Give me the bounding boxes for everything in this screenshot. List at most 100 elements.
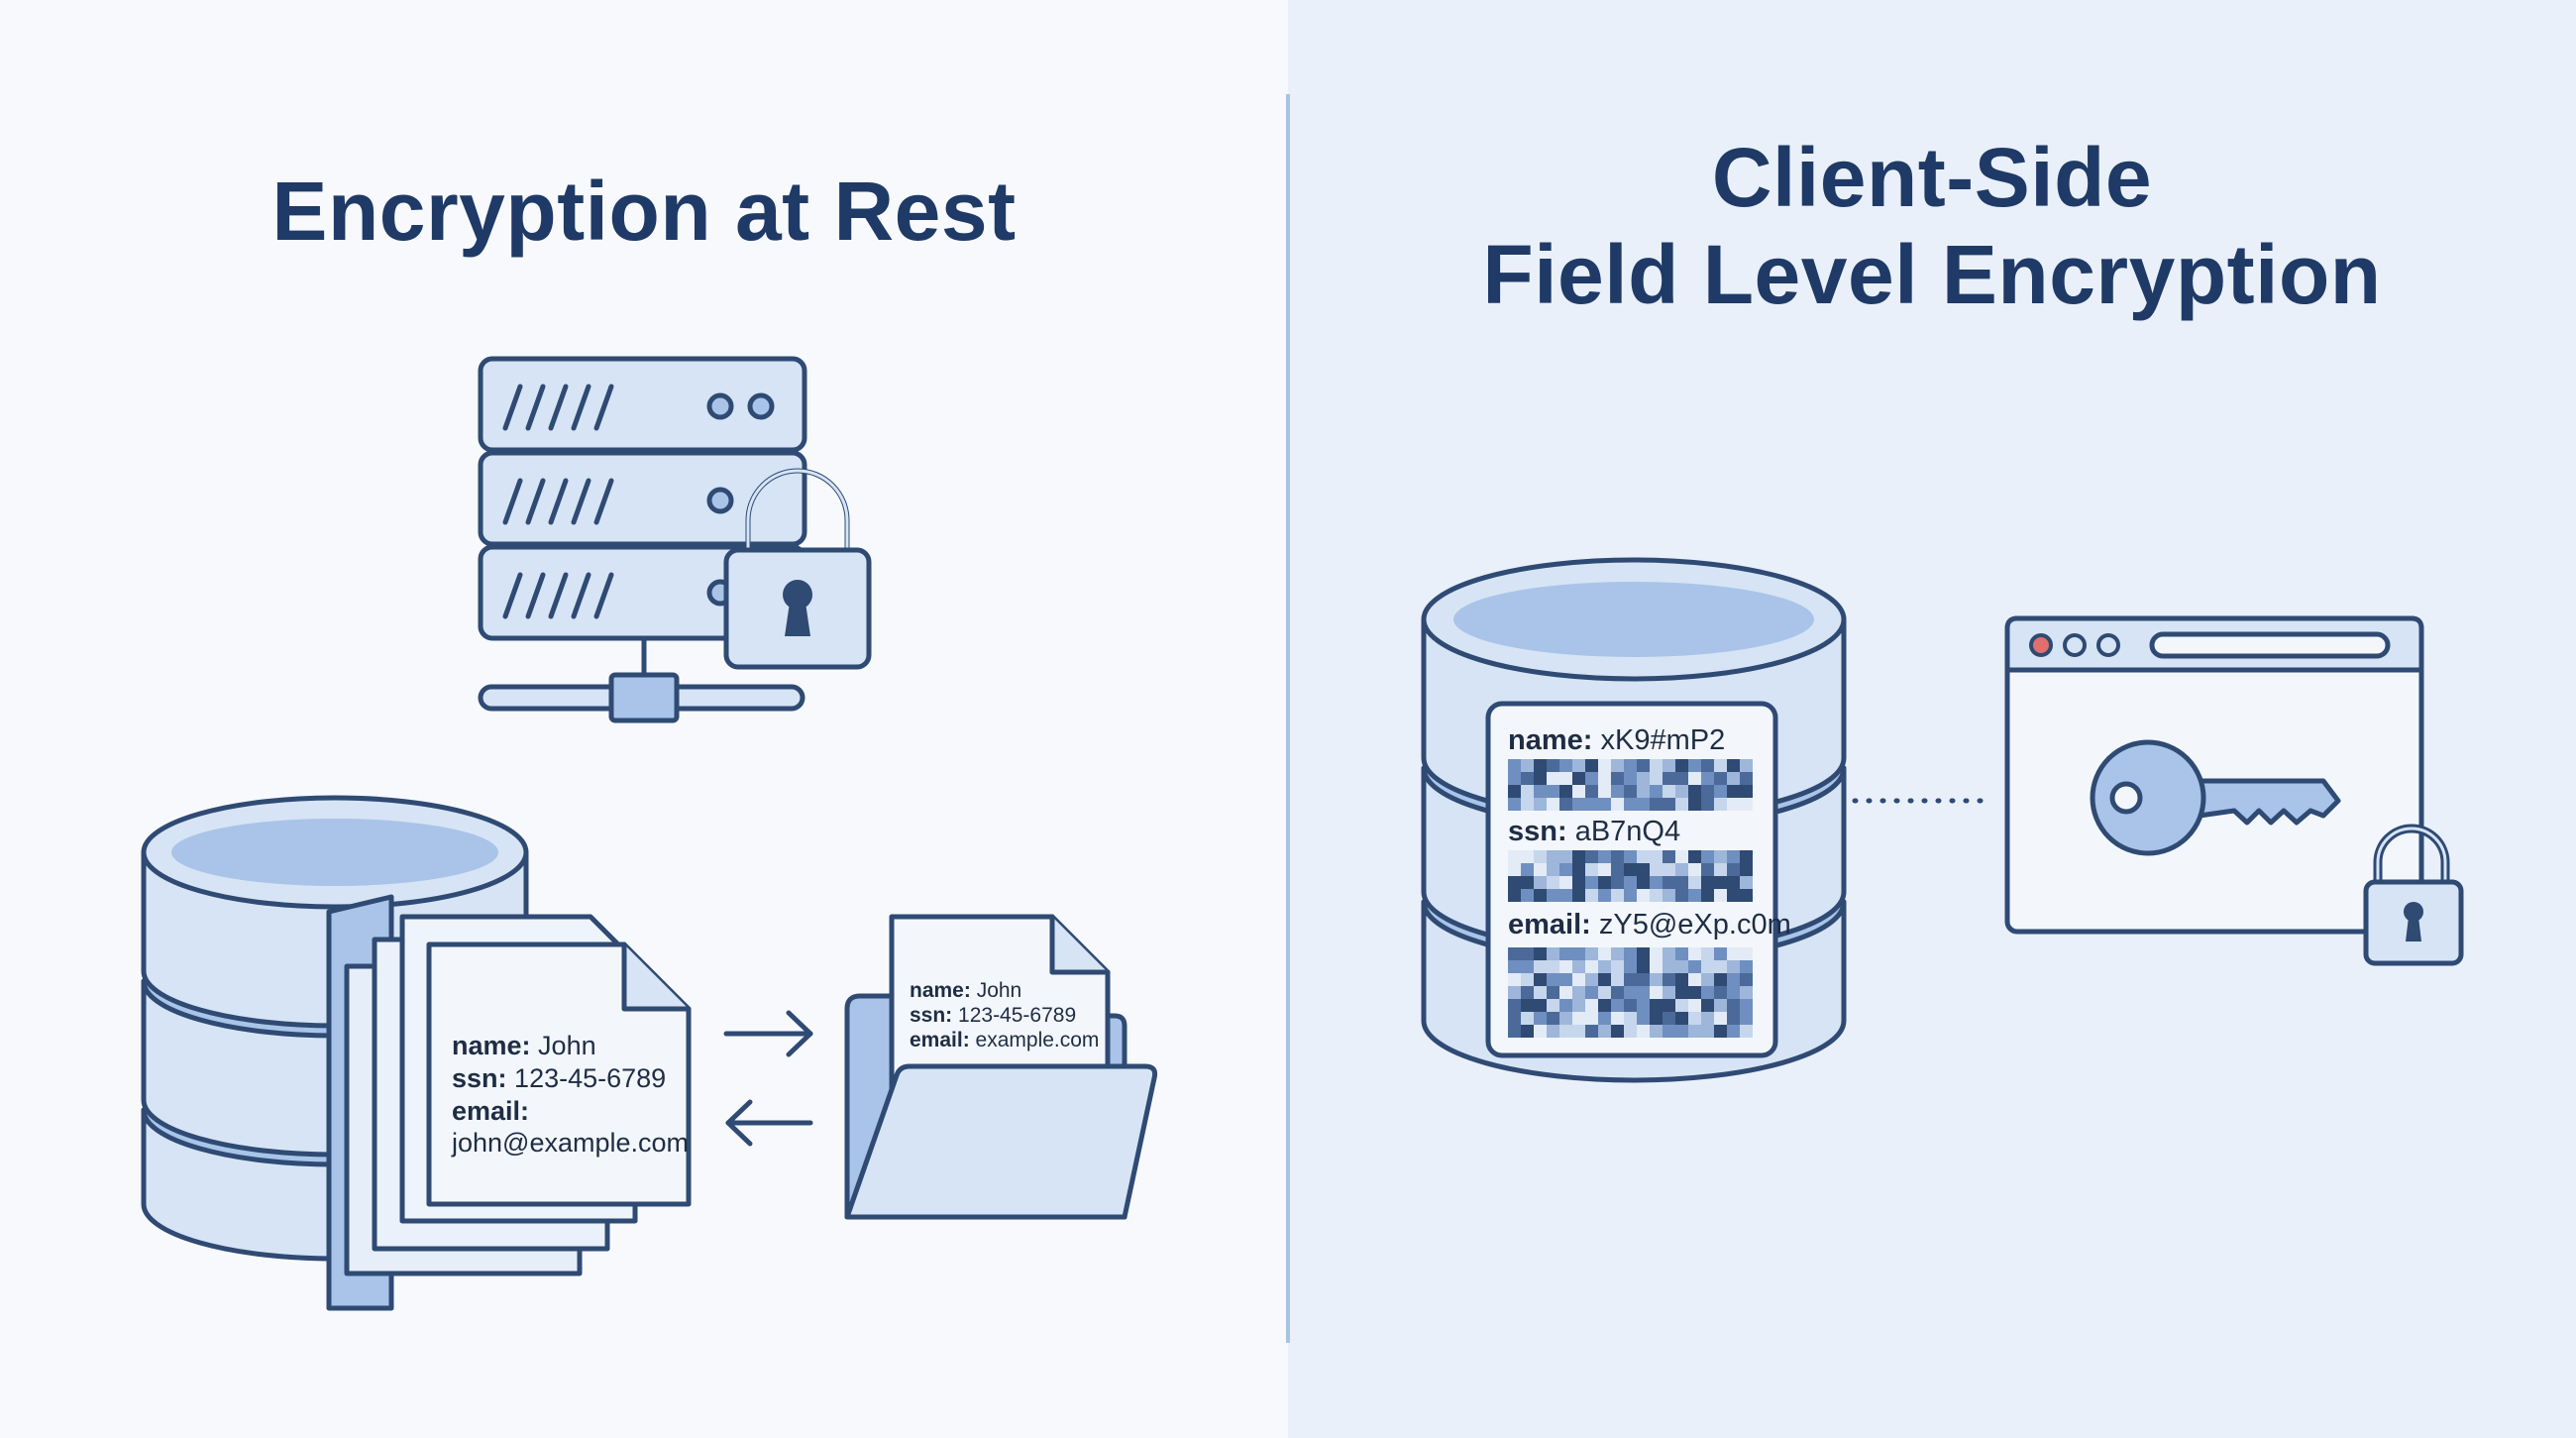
cipher-pixel xyxy=(1547,1025,1559,1038)
cipher-pixel xyxy=(1663,1012,1675,1025)
cipher-pixel xyxy=(1611,973,1624,986)
cipher-pixel xyxy=(1675,850,1688,863)
cipher-pixel xyxy=(1572,1025,1585,1038)
left-panel-title: Encryption at Rest xyxy=(271,165,1017,258)
cipher-pixel xyxy=(1650,785,1663,798)
cipher-pixel xyxy=(1572,947,1585,960)
cipher-pixel xyxy=(1534,850,1547,863)
cipher-pixel xyxy=(1650,1025,1663,1038)
cipher-pixel xyxy=(1559,876,1572,889)
cipher-pixel xyxy=(1559,863,1572,876)
cipher-pixel xyxy=(1650,759,1663,772)
server-unit-2 xyxy=(478,450,807,547)
cipher-pixel xyxy=(1508,798,1521,811)
cipher-pixel xyxy=(1650,986,1663,999)
cipher-pixel xyxy=(1714,889,1727,902)
cipher-pixel xyxy=(1624,1012,1637,1025)
cipher-pixel xyxy=(1675,876,1688,889)
cipher-pixel xyxy=(1521,876,1534,889)
cipher-pixel xyxy=(1740,772,1753,785)
cipher-pixel xyxy=(1727,889,1740,902)
cipher-pixel xyxy=(1585,947,1598,960)
cipher-pixel xyxy=(1663,759,1675,772)
cipher-pixel xyxy=(1727,1025,1740,1038)
cipher-pixel xyxy=(1611,889,1624,902)
cipher-pixel xyxy=(1675,759,1688,772)
cipher-pixel xyxy=(1598,850,1611,863)
cipher-pixel xyxy=(1637,785,1650,798)
cipher-pixel xyxy=(1701,986,1714,999)
cipher-pixel xyxy=(1598,1012,1611,1025)
cipher-pixel xyxy=(1611,876,1624,889)
cipher-pixel xyxy=(1675,986,1688,999)
cipher-pixel xyxy=(1598,759,1611,772)
cipher-pixel xyxy=(1598,785,1611,798)
cipher-pixel xyxy=(1611,947,1624,960)
right-title-line-2: Field Level Encryption xyxy=(1482,228,2382,321)
cipher-pixel xyxy=(1637,863,1650,876)
cipher-pixel xyxy=(1547,999,1559,1012)
cipher-pixel xyxy=(1572,759,1585,772)
cipher-pixel xyxy=(1650,999,1663,1012)
cipher-pixel xyxy=(1675,785,1688,798)
cipher-pixel xyxy=(1740,876,1753,889)
cipher-pixel xyxy=(1572,986,1585,999)
enc-name-line: name: xK9#mP2 xyxy=(1508,724,1725,756)
cipher-pixel xyxy=(1559,1025,1572,1038)
cipher-pixel xyxy=(1727,876,1740,889)
cipher-pixel xyxy=(1624,1025,1637,1038)
cipher-pixel xyxy=(1650,973,1663,986)
cipher-pixel xyxy=(1521,798,1534,811)
cipher-pixel xyxy=(1521,863,1534,876)
padlock-icon xyxy=(723,468,872,670)
cipher-pixel xyxy=(1611,999,1624,1012)
cipher-pixel xyxy=(1624,986,1637,999)
cipher-pixel xyxy=(1688,772,1701,785)
cipher-pixel xyxy=(1624,960,1637,973)
cipher-pixel xyxy=(1688,889,1701,902)
cipher-pixel xyxy=(1740,850,1753,863)
browser-padlock-icon xyxy=(2363,824,2464,966)
cipher-pixel xyxy=(1598,798,1611,811)
cipher-pixel xyxy=(1624,850,1637,863)
server-unit-1 xyxy=(478,356,807,453)
cipher-pixel xyxy=(1688,986,1701,999)
cipher-pixel xyxy=(1701,798,1714,811)
cipher-pixel xyxy=(1650,876,1663,889)
cipher-pixel xyxy=(1585,986,1598,999)
right-title-line-1: Client-Side xyxy=(1711,131,2153,224)
encrypted-email-noise xyxy=(1508,947,1753,1038)
arrow-right-icon xyxy=(723,1010,813,1057)
cipher-pixel xyxy=(1559,973,1572,986)
cipher-pixel xyxy=(1585,785,1598,798)
cipher-pixel xyxy=(1714,947,1727,960)
cipher-pixel xyxy=(1714,1025,1727,1038)
cipher-pixel xyxy=(1547,850,1559,863)
cipher-pixel xyxy=(1714,863,1727,876)
cipher-pixel xyxy=(1663,772,1675,785)
key-icon xyxy=(2090,739,2341,856)
cipher-pixel xyxy=(1663,863,1675,876)
cipher-pixel xyxy=(1598,863,1611,876)
cipher-pixel xyxy=(1572,889,1585,902)
cipher-pixel xyxy=(1585,772,1598,785)
cipher-pixel xyxy=(1675,999,1688,1012)
encrypted-ssn-noise xyxy=(1508,850,1753,902)
cipher-pixel xyxy=(1675,973,1688,986)
cipher-pixel xyxy=(1611,1025,1624,1038)
cipher-pixel xyxy=(1559,947,1572,960)
cipher-pixel xyxy=(1572,973,1585,986)
cipher-pixel xyxy=(1727,973,1740,986)
cipher-pixel xyxy=(1637,1012,1650,1025)
cipher-pixel xyxy=(1572,1012,1585,1025)
cipher-pixel xyxy=(1740,947,1753,960)
cipher-pixel xyxy=(1572,850,1585,863)
cipher-pixel xyxy=(1650,850,1663,863)
panel-divider xyxy=(1286,94,1290,1343)
cipher-pixel xyxy=(1534,973,1547,986)
doc-name-line: name: John xyxy=(452,1031,596,1060)
cipher-pixel xyxy=(1508,772,1521,785)
cipher-pixel xyxy=(1598,999,1611,1012)
cipher-pixel xyxy=(1534,1012,1547,1025)
